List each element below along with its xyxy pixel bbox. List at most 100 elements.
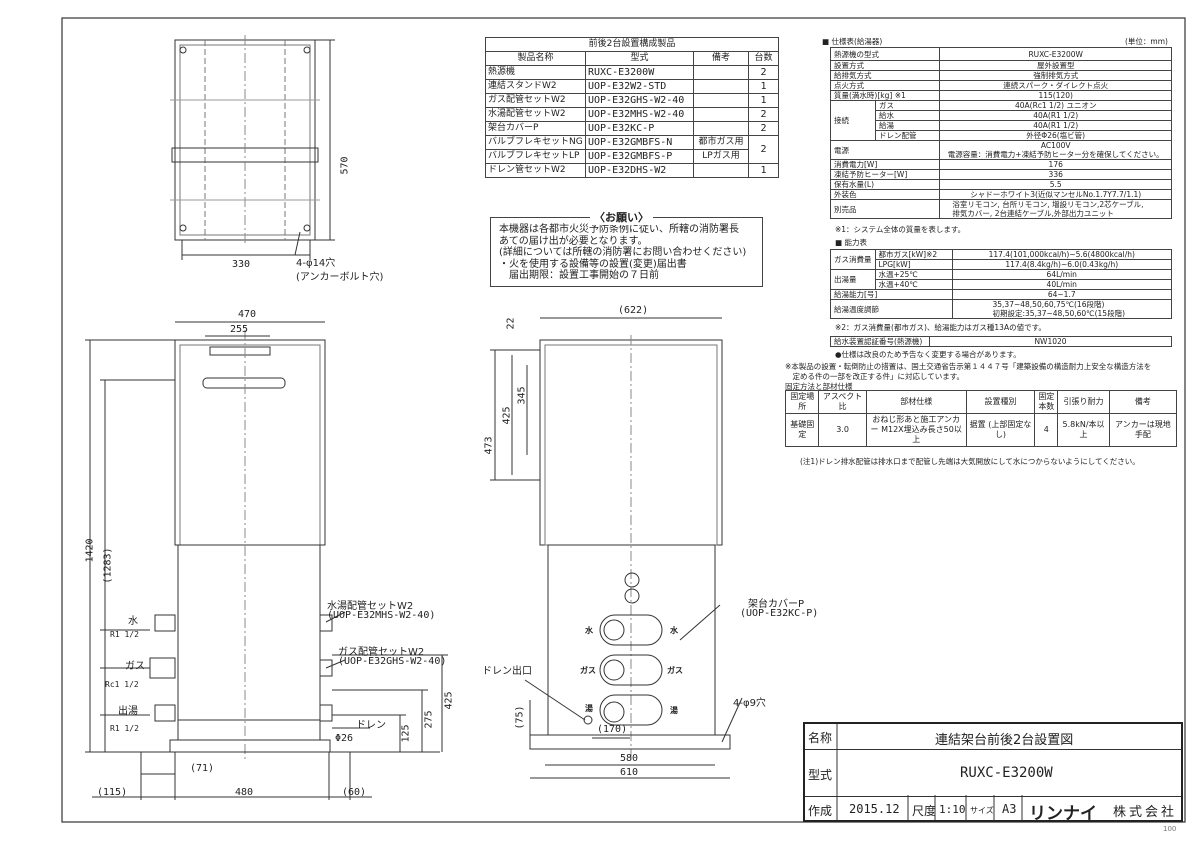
cell-qty: 1 (747, 93, 780, 108)
dim-125: 125 (400, 724, 412, 743)
dim-425-side: 425 (501, 406, 513, 425)
cell-model: RUXC-E3200W (585, 65, 694, 80)
spec-value: RUXC-E3200W (939, 47, 1172, 61)
notice-line: ・火を使用する設備等の設置(変更)届出書 (499, 258, 687, 270)
dim-75: (75) (514, 705, 526, 730)
capacity-label: ガス消費量 (830, 249, 876, 270)
mark-gas: ガス (580, 666, 596, 675)
cell-name: 水湯配管セットW2 (485, 107, 586, 122)
side-hole-label: 4-φ9穴 (733, 698, 766, 709)
dim-71: (71) (190, 763, 215, 774)
dim-275: 275 (423, 710, 435, 729)
dim-170: (170) (597, 724, 628, 735)
spec-label: 凍結予防ヒーター[W] (829, 169, 941, 180)
size-label: サイズ (970, 806, 994, 815)
cell-model: UOP-E32KC-P (585, 121, 694, 136)
spec-label: 設置方式 (829, 60, 941, 71)
spec-label: 消費電力[W] (829, 159, 941, 170)
cell-note (693, 107, 749, 122)
cover-label: 架台カバーP (748, 599, 805, 610)
name-label: 名称 (808, 731, 833, 745)
anchor-cell: 5.8kN/本以上 (1057, 413, 1110, 447)
capacity-sublabel: 水温+25℃ (874, 269, 953, 280)
spec-value: 40A(R1 1/2) (939, 110, 1172, 121)
dim-depth-570: 570 (339, 156, 351, 175)
cell-qty: 2 (747, 135, 780, 164)
mhs-set-label: 水湯配管セットW2 (327, 601, 414, 612)
title-block-lines (836, 722, 1023, 822)
anchor-hole-label: 4-φ14穴 (296, 258, 336, 269)
spec-sublabel: 給湯 (874, 120, 941, 131)
dim-622: (622) (618, 305, 649, 316)
cell-model: UOP-E32DHS-W2 (585, 163, 694, 178)
capacity-value: 117.4(8.4kg/h)~6.0(0.43kg/h) (951, 259, 1172, 270)
anchor-header: 固定場所 (784, 390, 820, 414)
spec-label: 別売品 (829, 199, 941, 219)
spec-unit: (単位：mm) (1125, 37, 1168, 46)
anchor-cell: 据置 (上部固定なし) (965, 413, 1036, 447)
dim-255: 255 (230, 324, 249, 335)
cell-name: ドレン管セットW2 (485, 163, 586, 178)
drain-footnote: (注1)ドレン排水配管は排水口まで配管し先端は大気開放にして水につからないように… (800, 457, 1140, 466)
cell-name: 熱源機 (485, 65, 586, 80)
ghs-set-model: (UOP-E32GHS-W2-40) (338, 656, 447, 667)
scale-label: 尺度 (912, 804, 937, 818)
anchor-header: 備考 (1108, 390, 1178, 414)
capacity-label: 出湯量 (830, 269, 876, 290)
dim-473: 473 (483, 436, 495, 455)
hot-outlet-label: 出湯 (118, 706, 138, 717)
anchor-cell: 4 (1034, 413, 1059, 447)
notice-line: あての届け出が必要となります。 (499, 235, 648, 247)
notice-box: 本機器は各都市火災予防条例に従い、所轄の消防署長 あての届け出が必要となります。… (490, 217, 763, 287)
dim-480: 480 (235, 787, 254, 798)
gas-inlet-size: Rc1 1/2 (105, 680, 139, 689)
cell-name: ガス配管セットW2 (485, 93, 586, 108)
drain-outlet-label: ドレン出口 (482, 666, 532, 677)
spec-label: 保有水量(L) (829, 179, 941, 190)
front-view (85, 321, 448, 800)
spec-value: 40A(R1 1/2) (939, 120, 1172, 131)
notice-title: 〈お願い〉 (590, 209, 653, 225)
dim-1283: (1283) (102, 547, 114, 584)
cell-note (693, 121, 749, 136)
dim-60: (60) (342, 787, 367, 798)
cell-qty: 1 (747, 163, 780, 178)
col-header-model: 型式 (585, 51, 694, 66)
drawing-model: RUXC-E3200W (960, 765, 1053, 781)
anchor-header: 引張り耐力 (1057, 390, 1110, 414)
spec-value: 外径Φ26(塩ビ管) (939, 130, 1172, 141)
spec-label: 外装色 (829, 189, 941, 200)
ghs-set-label: ガス配管セットW2 (338, 647, 425, 658)
capacity-value: 40L/min (951, 279, 1172, 290)
anchor-note-1: ※本製品の設置・転倒防止の措置は、国土交通省告示第１４４７号「建築設備の構造耐力… (785, 362, 1152, 371)
mark-water-2: 水 (670, 626, 678, 635)
cell-note: LPガス用 (693, 149, 749, 164)
anchor-cell: 基礎固定 (784, 413, 820, 447)
notice-line: 本機器は各都市火災予防条例に従い、所轄の消防署長 (499, 224, 739, 235)
capacity-value: 64~1.7 (951, 289, 1172, 300)
capacity-title: ■ 能力表 (835, 238, 867, 247)
spec-value: 屋外設置型 (939, 60, 1172, 71)
spec-sublabel: 給水 (874, 110, 941, 121)
cell-model: UOP-E32GMBFS-N (585, 135, 694, 150)
anchor-header: 部材仕様 (865, 390, 967, 414)
title-block: 名称 連結架台前後2台設置図 型式 RUXC-E3200W 作成 2015.12… (803, 722, 1183, 824)
cell-note (693, 93, 749, 108)
drawing-frame (61, 17, 1186, 823)
spec-label: 給排気方式 (829, 70, 941, 81)
col-header-qty: 台数 (747, 51, 780, 66)
certification-table: 給水装置認証番号(熱源機)NW1020 (830, 336, 1172, 347)
anchor-hole-note: (アンカーボルト穴) (296, 272, 384, 283)
capacity-note-2: ※2：ガス消費量(都市ガス)、給湯能力はガス種13Aの値です。 (835, 323, 1046, 332)
scale-value: 1:10 (939, 803, 966, 816)
spec-value: シャドーホワイト3(近似マンセルNo.1.7Y7.7/1.1) (939, 189, 1172, 200)
spec-label: 接続 (830, 100, 876, 141)
company-logo: リンナイ (1029, 804, 1097, 824)
capacity-sublabel: 都市ガス[kW]※2 (874, 249, 953, 260)
